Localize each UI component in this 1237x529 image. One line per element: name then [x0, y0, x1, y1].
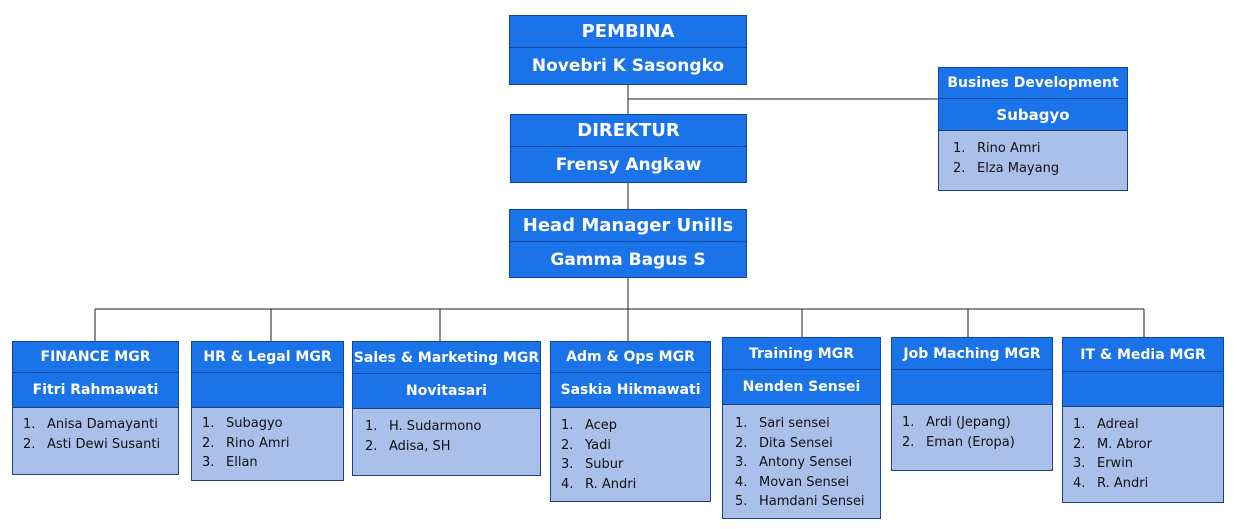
head-manager-box: Head Manager Unills Gamma Bagus S [509, 209, 747, 278]
head-manager-name: Gamma Bagus S [509, 241, 747, 278]
hr-legal-mgr-title: HR & Legal MGR [191, 341, 344, 373]
list-item: 2.Adisa, SH [365, 438, 451, 454]
business-development-title: Busines Development [938, 67, 1128, 99]
list-item: 3.Subur [561, 457, 624, 472]
list-item: 2.Asti Dewi Susanti [23, 436, 161, 452]
adm-ops-mgr-title: Adm & Ops MGR [550, 341, 711, 373]
training-mgr-box: Training MGR Nenden Sensei 1.Sari sensei… [722, 337, 881, 519]
finance-mgr-title: FINANCE MGR [12, 341, 179, 373]
list-item: 1.Anisa Damayanti [23, 417, 158, 432]
it-media-mgr-name [1062, 371, 1224, 407]
hr-legal-mgr-name [191, 372, 344, 408]
job-maching-mgr-name [891, 369, 1053, 405]
list-item: 1.Acep [561, 418, 618, 433]
list-item: 1.Ardi (Jepang) [902, 415, 1011, 430]
list-item: 2.Rino Amri [202, 435, 290, 451]
direktur-box: DIREKTUR Frensy Angkaw [510, 114, 747, 183]
list-item: 5.Hamdani Sensei [735, 494, 865, 509]
hr-legal-mgr-box: HR & Legal MGR 1.Subagyo 2.Rino Amri 3.E… [191, 341, 344, 481]
list-item: 2.Yadi [561, 437, 611, 453]
sales-marketing-mgr-members: 1.H. Sudarmono 2.Adisa, SH [352, 408, 541, 476]
it-media-mgr-box: IT & Media MGR 1.Adreal 2.M. Abror 3.Erw… [1062, 337, 1224, 503]
finance-mgr-box: FINANCE MGR Fitri Rahmawati 1.Anisa Dama… [12, 341, 179, 475]
adm-ops-mgr-box: Adm & Ops MGR Saskia Hikmawati 1.Acep 2.… [550, 341, 711, 502]
pembina-name: Novebri K Sasongko [509, 47, 747, 85]
list-item: 2.M. Abror [1073, 436, 1152, 452]
list-item: 1.Subagyo [202, 416, 283, 431]
direktur-name: Frensy Angkaw [510, 146, 747, 183]
list-item: 4.R. Andri [1073, 475, 1149, 491]
list-item: 1.Sari sensei [735, 416, 830, 431]
list-item: 2.Elza Mayang [953, 160, 1060, 176]
list-item: 1.Adreal [1073, 417, 1139, 432]
list-item: 4.R. Andri [561, 476, 637, 492]
job-maching-mgr-members: 1.Ardi (Jepang) 2.Eman (Eropa) [891, 404, 1053, 471]
head-manager-title: Head Manager Unills [509, 209, 747, 242]
business-development-box: Busines Development Subagyo 1.Rino Amri … [938, 67, 1128, 191]
training-mgr-title: Training MGR [722, 337, 881, 370]
list-item: 3.Ellan [202, 455, 258, 470]
direktur-title: DIREKTUR [510, 114, 747, 147]
sales-marketing-mgr-name: Novitasari [352, 373, 541, 409]
adm-ops-mgr-members: 1.Acep 2.Yadi 3.Subur 4.R. Andri [550, 407, 711, 502]
job-maching-mgr-box: Job Maching MGR 1.Ardi (Jepang) 2.Eman (… [891, 337, 1053, 471]
job-maching-mgr-title: Job Maching MGR [891, 337, 1053, 370]
it-media-mgr-members: 1.Adreal 2.M. Abror 3.Erwin 4.R. Andri [1062, 406, 1224, 503]
list-item: 2.Eman (Eropa) [902, 434, 1015, 450]
list-item: 1.Rino Amri [953, 141, 1041, 156]
business-development-name: Subagyo [938, 98, 1128, 131]
list-item: 1.H. Sudarmono [365, 419, 482, 434]
sales-marketing-mgr-title: Sales & Marketing MGR [352, 341, 541, 374]
finance-mgr-members: 1.Anisa Damayanti 2.Asti Dewi Susanti [12, 407, 179, 475]
business-development-members: 1.Rino Amri 2.Elza Mayang [938, 130, 1128, 191]
list-item: 2.Dita Sensei [735, 435, 833, 451]
sales-marketing-mgr-box: Sales & Marketing MGR Novitasari 1.H. Su… [352, 341, 541, 476]
training-mgr-members: 1.Sari sensei 2.Dita Sensei 3.Antony Sen… [722, 404, 881, 519]
pembina-title: PEMBINA [509, 15, 747, 48]
training-mgr-name: Nenden Sensei [722, 369, 881, 405]
finance-mgr-name: Fitri Rahmawati [12, 372, 179, 408]
list-item: 3.Erwin [1073, 456, 1134, 471]
hr-legal-mgr-members: 1.Subagyo 2.Rino Amri 3.Ellan [191, 407, 344, 481]
list-item: 4.Movan Sensei [735, 474, 850, 490]
pembina-box: PEMBINA Novebri K Sasongko [509, 15, 747, 85]
adm-ops-mgr-name: Saskia Hikmawati [550, 372, 711, 408]
list-item: 3.Antony Sensei [735, 455, 853, 470]
it-media-mgr-title: IT & Media MGR [1062, 337, 1224, 372]
